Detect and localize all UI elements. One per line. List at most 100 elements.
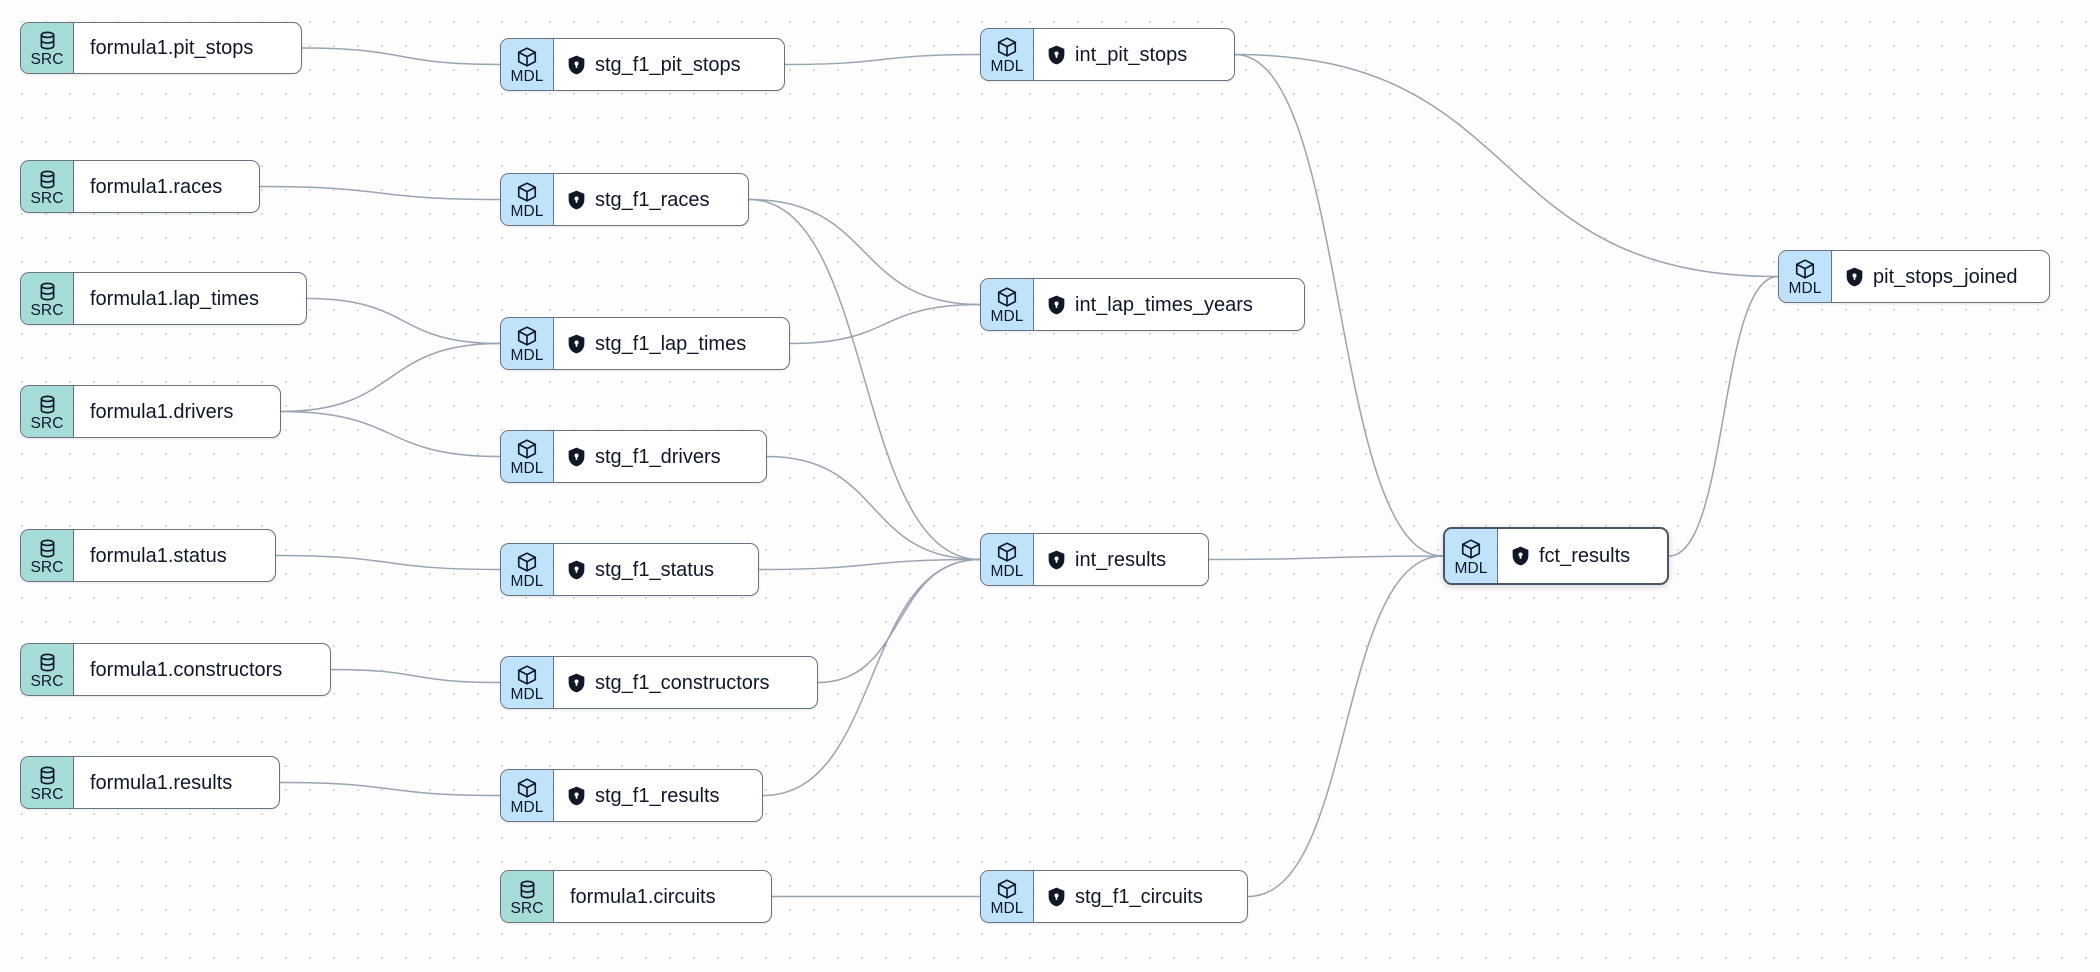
node-type-badge-mdl: MDL <box>501 174 554 225</box>
node-type-badge-mdl: MDL <box>981 279 1034 330</box>
lineage-node-stg_lap_times[interactable]: MDL stg_f1_lap_times <box>500 317 790 370</box>
node-body[interactable]: stg_f1_status <box>554 544 758 595</box>
lineage-edge-src_races-to-stg_races <box>259 185 501 201</box>
database-icon <box>37 652 58 673</box>
node-type-badge-mdl: MDL <box>981 29 1034 80</box>
node-type-label: MDL <box>1788 280 1822 297</box>
cube-icon <box>516 46 538 68</box>
lineage-edge-fct_results-to-pit_stops_joined <box>1668 275 1779 557</box>
lineage-node-stg_status[interactable]: MDL stg_f1_status <box>500 543 759 596</box>
node-body[interactable]: stg_f1_drivers <box>554 431 766 482</box>
shield-lock-icon <box>1047 45 1066 65</box>
node-label: formula1.lap_times <box>90 287 259 310</box>
lineage-node-stg_drivers[interactable]: MDL stg_f1_drivers <box>500 430 767 483</box>
node-body[interactable]: formula1.status <box>74 530 275 581</box>
lineage-edge-int_pit_stops-to-pit_stops_joined <box>1234 53 1779 278</box>
lineage-node-src_lap_times[interactable]: SRC formula1.lap_times <box>20 272 307 325</box>
node-body[interactable]: formula1.pit_stops <box>74 23 301 73</box>
node-body[interactable]: stg_f1_races <box>554 174 748 225</box>
lineage-node-src_races[interactable]: SRC formula1.races <box>20 160 260 213</box>
node-label: stg_f1_pit_stops <box>595 53 741 76</box>
node-label: formula1.status <box>90 544 227 567</box>
cube-icon <box>516 181 538 203</box>
database-icon <box>37 765 58 786</box>
lineage-node-src_drivers[interactable]: SRC formula1.drivers <box>20 385 281 438</box>
node-body[interactable]: stg_f1_circuits <box>1034 871 1247 922</box>
node-type-badge-src: SRC <box>21 530 74 581</box>
lineage-node-stg_results[interactable]: MDL stg_f1_results <box>500 769 763 822</box>
node-body[interactable]: stg_f1_lap_times <box>554 318 789 369</box>
lineage-node-pit_stops_joined[interactable]: MDL pit_stops_joined <box>1778 250 2050 303</box>
node-body[interactable]: stg_f1_pit_stops <box>554 39 784 90</box>
lineage-edge-stg_constructors-to-int_results <box>817 558 981 684</box>
node-body[interactable]: formula1.drivers <box>74 386 280 437</box>
lineage-node-int_lap_times_years[interactable]: MDL int_lap_times_years <box>980 278 1305 331</box>
node-body[interactable]: fct_results <box>1498 529 1667 583</box>
lineage-edge-src_drivers-to-stg_lap_times <box>280 342 501 413</box>
lineage-node-int_results[interactable]: MDL int_results <box>980 533 1209 586</box>
node-type-label: MDL <box>990 900 1024 917</box>
node-body[interactable]: int_lap_times_years <box>1034 279 1304 330</box>
node-body[interactable]: pit_stops_joined <box>1832 251 2049 302</box>
node-type-badge-src: SRC <box>21 161 74 212</box>
node-label: stg_f1_results <box>595 784 720 807</box>
node-body[interactable]: stg_f1_results <box>554 770 762 821</box>
node-type-label: MDL <box>510 68 544 85</box>
node-label: int_results <box>1075 548 1167 571</box>
node-label: pit_stops_joined <box>1873 265 2018 288</box>
node-label: int_lap_times_years <box>1075 293 1253 316</box>
node-type-badge-mdl: MDL <box>1779 251 1832 302</box>
node-type-badge-mdl: MDL <box>501 318 554 369</box>
lineage-node-src_constructors[interactable]: SRC formula1.constructors <box>20 643 331 696</box>
node-body[interactable]: formula1.races <box>74 161 259 212</box>
database-icon <box>37 538 58 559</box>
node-body[interactable]: formula1.constructors <box>74 644 330 695</box>
node-body[interactable]: formula1.results <box>74 757 279 808</box>
lineage-edge-stg_status-to-int_results <box>758 558 981 571</box>
node-body[interactable]: int_results <box>1034 534 1208 585</box>
shield-lock-icon <box>1845 267 1864 287</box>
node-type-label: MDL <box>990 58 1024 75</box>
shield-lock-icon <box>567 673 586 693</box>
lineage-edge-src_constructors-to-stg_constructors <box>330 668 501 684</box>
node-type-badge-src: SRC <box>21 386 74 437</box>
lineage-node-src_circuits[interactable]: SRC formula1.circuits <box>500 870 772 923</box>
node-type-label: MDL <box>1454 559 1488 577</box>
lineage-node-stg_pit_stops[interactable]: MDL stg_f1_pit_stops <box>500 38 785 91</box>
node-body[interactable]: stg_f1_constructors <box>554 657 817 708</box>
lineage-node-src_pit_stops[interactable]: SRC formula1.pit_stops <box>20 22 302 74</box>
node-body[interactable]: formula1.lap_times <box>74 273 306 324</box>
cube-icon <box>996 878 1018 900</box>
node-type-label: MDL <box>510 573 544 590</box>
shield-lock-icon <box>567 560 586 580</box>
node-label: formula1.races <box>90 175 223 198</box>
node-label: stg_f1_constructors <box>595 671 770 694</box>
node-body[interactable]: formula1.circuits <box>554 871 771 922</box>
node-type-badge-src: SRC <box>501 871 554 922</box>
node-type-label: SRC <box>30 672 64 690</box>
database-icon <box>517 879 538 900</box>
node-label: formula1.constructors <box>90 658 283 681</box>
database-icon <box>37 169 58 190</box>
node-type-badge-src: SRC <box>21 273 74 324</box>
lineage-edge-src_drivers-to-stg_drivers <box>280 410 501 458</box>
lineage-edge-src_pit_stops-to-stg_pit_stops <box>301 47 501 66</box>
shield-lock-icon <box>567 55 586 75</box>
lineage-node-stg_constructors[interactable]: MDL stg_f1_constructors <box>500 656 818 709</box>
lineage-node-stg_races[interactable]: MDL stg_f1_races <box>500 173 749 226</box>
lineage-node-stg_circuits[interactable]: MDL stg_f1_circuits <box>980 870 1248 923</box>
node-label: stg_f1_races <box>595 188 710 211</box>
node-type-label: SRC <box>30 301 64 319</box>
lineage-node-int_pit_stops[interactable]: MDL int_pit_stops <box>980 28 1235 81</box>
cube-icon <box>516 777 538 799</box>
lineage-node-src_results[interactable]: SRC formula1.results <box>20 756 280 809</box>
cube-icon <box>1794 258 1816 280</box>
node-type-label: MDL <box>990 563 1024 580</box>
node-type-label: MDL <box>510 460 544 477</box>
lineage-node-src_status[interactable]: SRC formula1.status <box>20 529 276 582</box>
node-body[interactable]: int_pit_stops <box>1034 29 1234 80</box>
node-type-badge-mdl: MDL <box>501 544 554 595</box>
database-icon <box>37 30 58 51</box>
lineage-node-fct_results[interactable]: MDL fct_results <box>1443 527 1669 585</box>
